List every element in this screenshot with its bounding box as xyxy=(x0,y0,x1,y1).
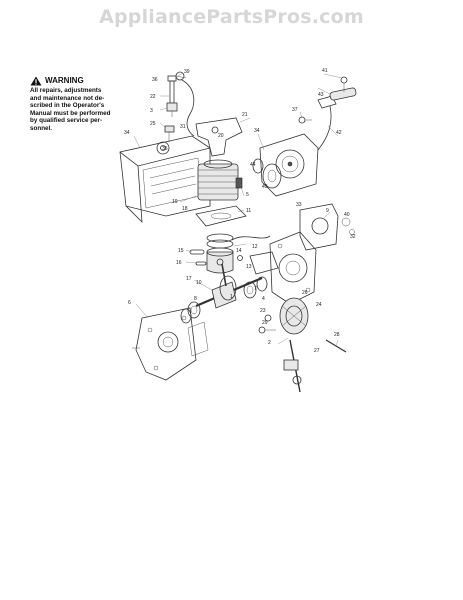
callout-label: 27 xyxy=(314,348,320,354)
callout-label: 45 xyxy=(262,184,268,190)
callout-label: 11 xyxy=(246,208,251,214)
fan-cover-part xyxy=(299,203,355,251)
callout-label: 20 xyxy=(218,133,224,139)
callout-label: 21 xyxy=(242,112,248,118)
callout-label: 28 xyxy=(334,332,340,338)
fan-assembly-part xyxy=(258,314,276,334)
callout-label: 18 xyxy=(182,206,188,212)
callout-label: 34 xyxy=(254,128,260,134)
piston-part xyxy=(206,233,234,274)
callout-label: 16 xyxy=(176,260,182,266)
callout-label: 6 xyxy=(128,300,131,306)
callout-label: 10 xyxy=(196,280,202,286)
callout-labels: 39 36 22 3 25 31 35 34 21 43 41 42 20 37… xyxy=(124,68,356,354)
warning-line: sonnel. xyxy=(30,124,53,132)
warning-title: WARNING xyxy=(45,76,84,86)
callout-label: 8 xyxy=(194,296,197,302)
starter-handle-part xyxy=(317,76,357,151)
callout-label: 23 xyxy=(260,308,266,314)
cylinder-gasket-part xyxy=(195,205,247,227)
callout-label: 44 xyxy=(250,162,256,168)
crankcase-gasket-part xyxy=(187,321,209,357)
warning-line: and maintenance not de- xyxy=(30,94,105,102)
callout-label: 29 xyxy=(262,320,268,326)
warning-heading: WARNING xyxy=(30,76,136,86)
heat-shield-part xyxy=(195,117,243,157)
callout-label: 13 xyxy=(246,264,252,270)
ignition-module-part xyxy=(231,235,279,275)
callout-label: 31 xyxy=(180,124,186,130)
warning-line: All repairs, adjustments xyxy=(30,87,102,94)
callout-label: 3 xyxy=(150,108,153,114)
callout-label: 43 xyxy=(318,92,324,98)
ignition-wire-part xyxy=(181,79,195,137)
warning-text: All repairs, adjustments and maintenance… xyxy=(30,87,136,133)
site-watermark-header: AppliancePartsPros.com xyxy=(99,6,364,28)
flywheel-part xyxy=(279,297,309,335)
callout-leaders xyxy=(133,72,343,347)
warning-line: Manual must be performed xyxy=(30,109,111,117)
callout-label: 7 xyxy=(254,286,257,292)
cylinder-part xyxy=(197,159,243,201)
callout-label: 33 xyxy=(296,202,302,208)
warning-triangle-icon xyxy=(30,76,42,86)
starter-housing-part xyxy=(259,133,319,197)
callout-label: 5 xyxy=(246,192,249,198)
callout-label: 17 xyxy=(186,276,192,282)
callout-label: 34 xyxy=(124,130,130,136)
warning-line: scribed in the Operator's xyxy=(30,102,105,110)
callout-label: 35 xyxy=(162,146,168,152)
callout-label: 4 xyxy=(262,296,265,302)
callout-label: 41 xyxy=(322,68,328,74)
cylinder-shroud-part xyxy=(119,135,211,224)
callout-label: 1 xyxy=(230,294,233,300)
warning-notice: WARNING All repairs, adjustments and mai… xyxy=(30,76,136,133)
spark-plug-part xyxy=(166,71,187,117)
callout-label: 12 xyxy=(252,244,258,250)
crankcase-left-part xyxy=(132,307,197,381)
boot-and-screw-part xyxy=(164,125,175,142)
callout-label: 14 xyxy=(236,248,242,254)
wrist-pin-part xyxy=(189,249,243,266)
starter-pulley-part xyxy=(252,158,282,189)
warning-line: by qualified service per- xyxy=(30,117,103,125)
crankshaft-part xyxy=(195,263,263,309)
callout-label: 25 xyxy=(150,121,156,127)
main-bearing-right-part xyxy=(243,276,268,299)
callout-label: 40 xyxy=(344,212,350,218)
callout-label: 2 xyxy=(268,340,271,346)
callout-label: 24 xyxy=(316,302,322,308)
callout-label: 9 xyxy=(326,208,329,214)
callout-label: 15 xyxy=(178,248,184,254)
callout-label: 19 xyxy=(172,199,178,205)
callout-label: 37 xyxy=(292,107,298,113)
callout-label: 42 xyxy=(336,130,342,136)
callout-label: 36 xyxy=(152,77,158,83)
callout-label: 39 xyxy=(184,69,190,75)
callout-label: 32 xyxy=(350,234,356,240)
starter-screw-part xyxy=(298,116,312,124)
callout-label: 22 xyxy=(150,94,156,100)
callout-label: 26 xyxy=(302,290,308,296)
